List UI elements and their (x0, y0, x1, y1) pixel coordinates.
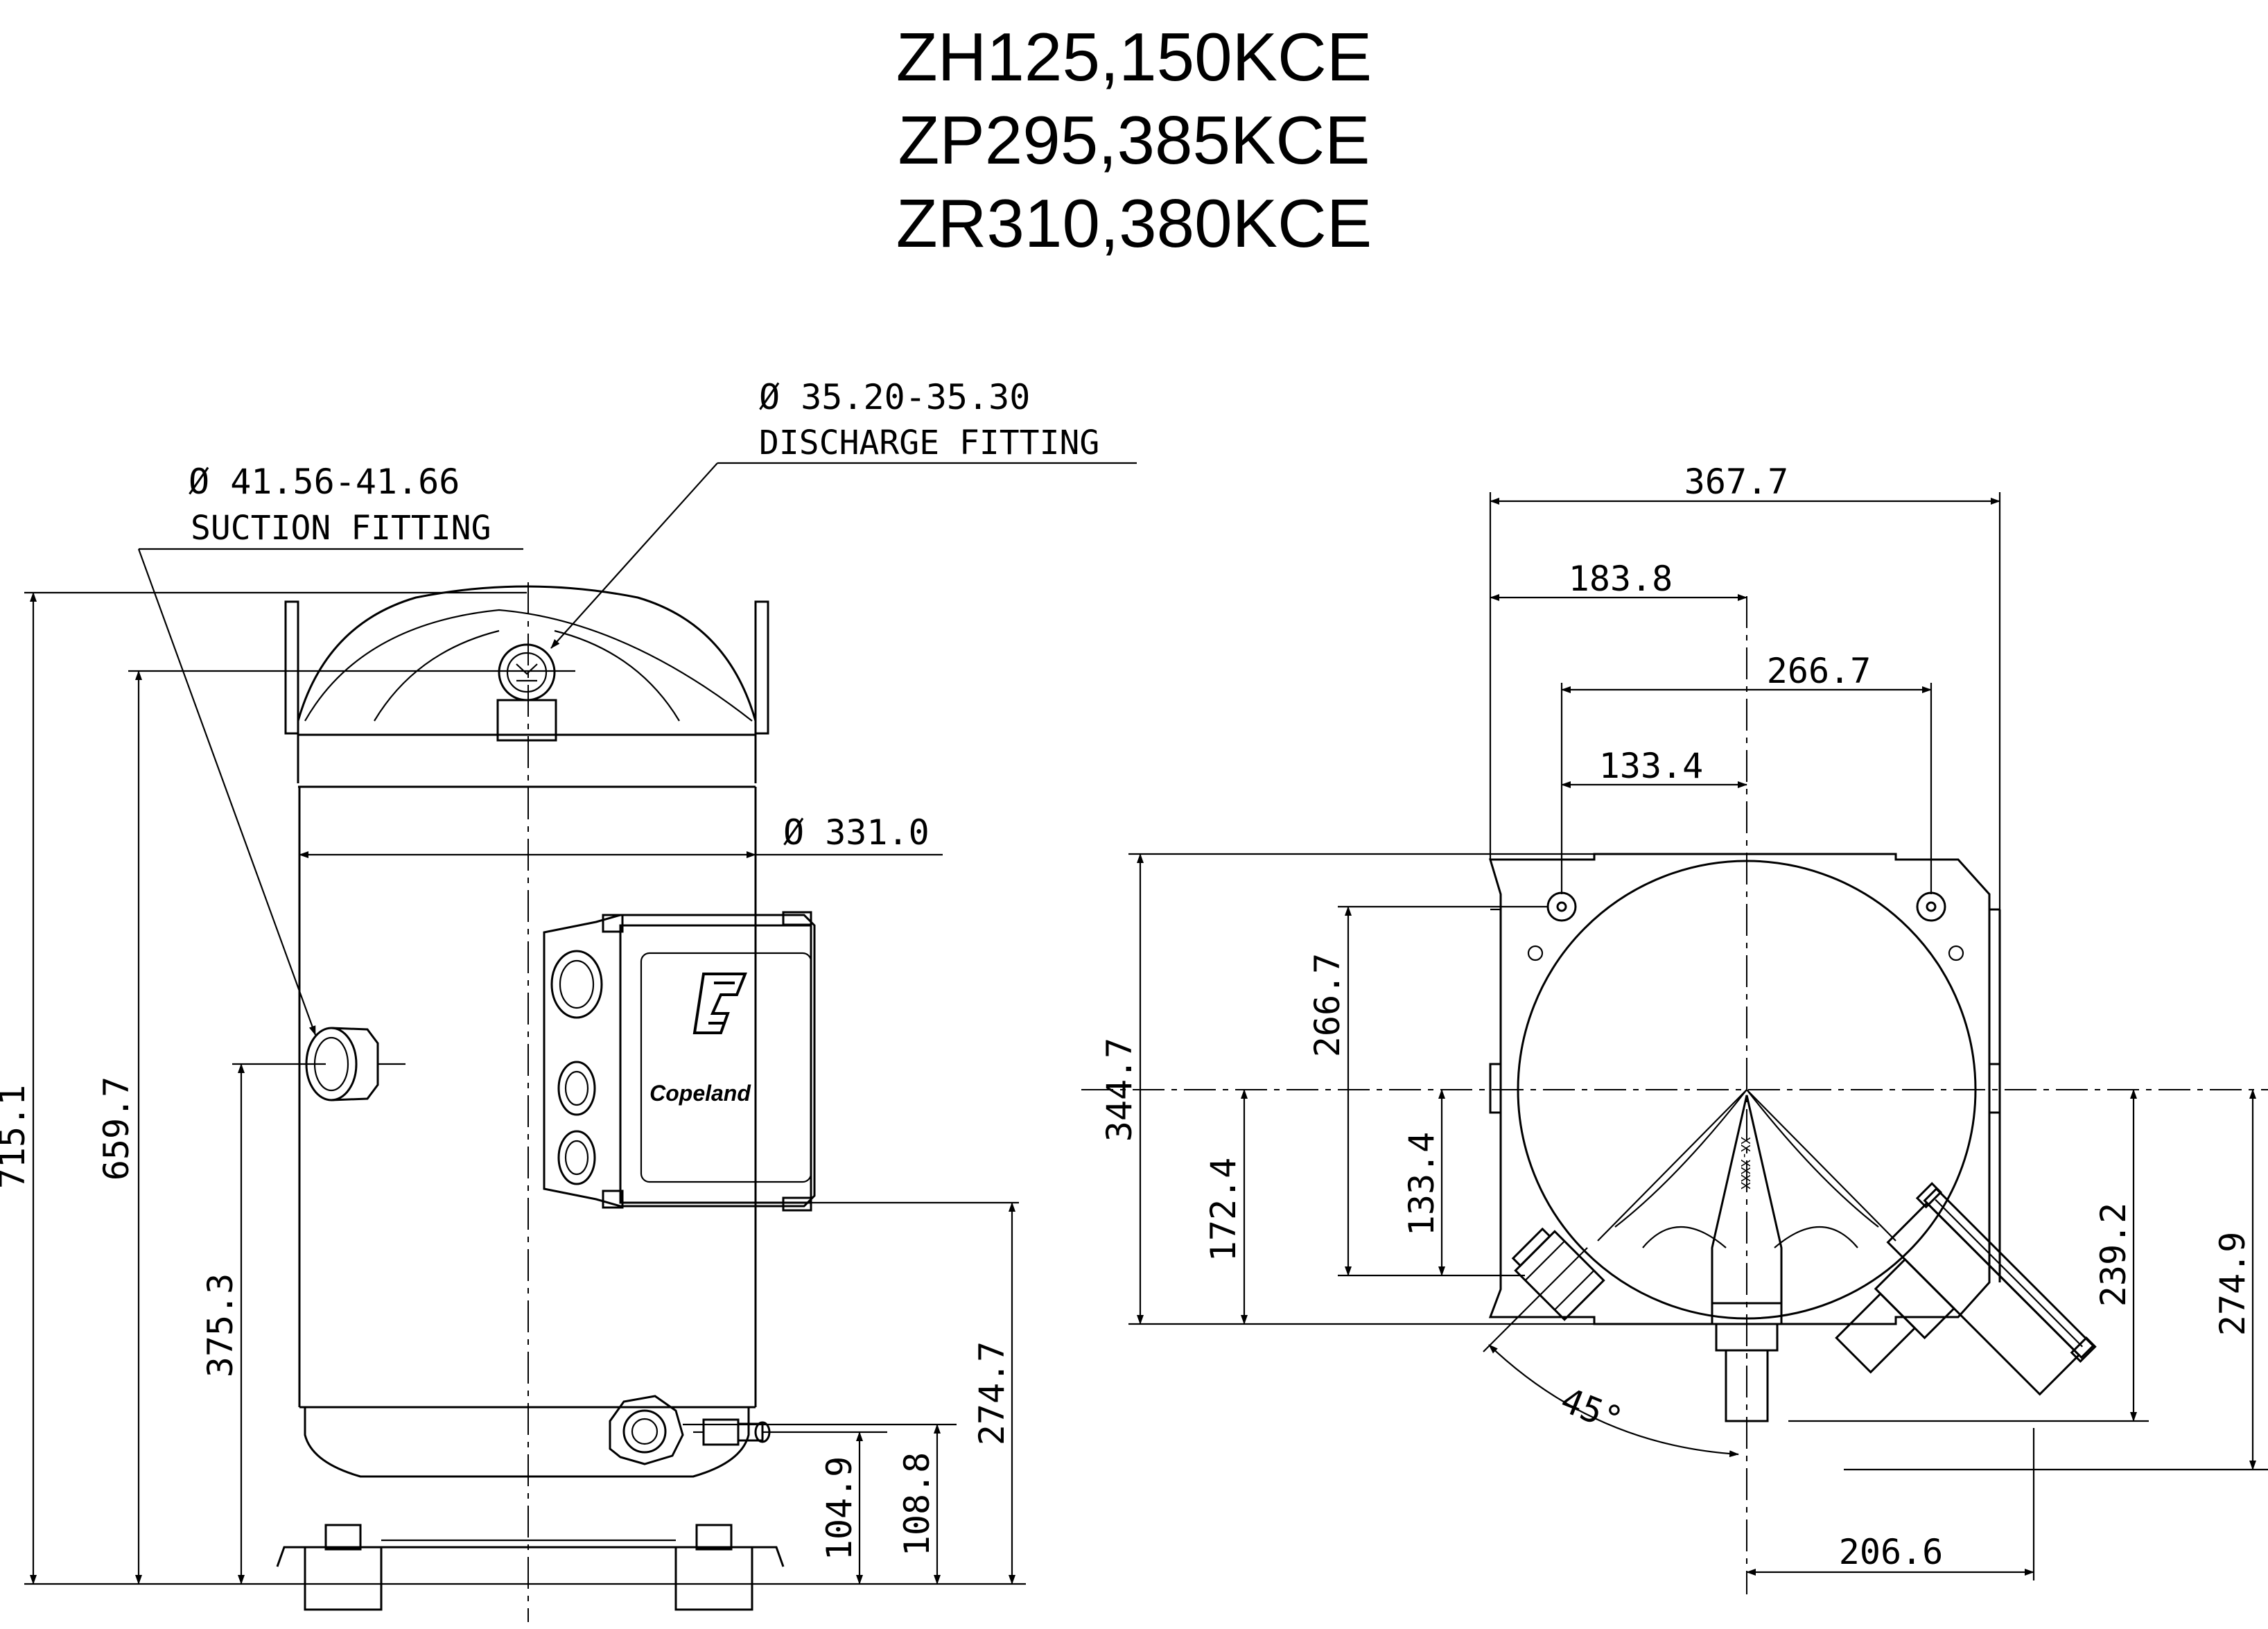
top-dome (297, 585, 757, 783)
suction-size-label: Ø 41.56-41.66 (189, 462, 460, 502)
svg-text:XX-XXXX: XX-XXXX (1738, 1137, 1752, 1190)
base-plate (1488, 853, 1991, 1325)
dim-274-9: 274.9 (2213, 1232, 2253, 1336)
diameter-label: Ø 331.0 (783, 812, 930, 853)
angle-45: 45° (1555, 1379, 1628, 1440)
dim-715-1: 715.1 (0, 1085, 33, 1190)
copeland-logo-mark (692, 973, 747, 1034)
dim-659-7: 659.7 (96, 1077, 137, 1181)
suction-fitting-label: SUCTION FITTING (191, 509, 491, 548)
dim-239-2: 239.2 (2093, 1203, 2134, 1307)
suction-stub-top (1511, 1227, 1605, 1321)
dim-266-7-v: 266.7 (1307, 953, 1347, 1058)
dim-133-4-v: 133.4 (1402, 1132, 1442, 1237)
dim-133-4-h: 133.4 (1599, 746, 1704, 786)
dim-274-7: 274.7 (972, 1341, 1012, 1446)
dim-367-7: 367.7 (1684, 462, 1789, 502)
copeland-logo-text: Copeland (649, 1081, 751, 1106)
discharge-fitting-label: DISCHARGE FITTING (759, 424, 1099, 462)
dim-206-6: 206.6 (1839, 1532, 1944, 1572)
dim-344-7: 344.7 (1099, 1038, 1140, 1142)
top-view: XX-XXXX 367.7 183 (1081, 462, 2268, 1594)
terminal-box-top (1835, 1182, 2097, 1396)
dim-183-8: 183.8 (1569, 559, 1673, 599)
dim-266-7-h: 266.7 (1767, 651, 1872, 691)
model-title-1: ZH125,150KCE (896, 19, 1372, 95)
dim-104-9: 104.9 (819, 1456, 860, 1561)
terminal-box: Copeland (543, 911, 816, 1212)
discharge-size-label: Ø 35.20-35.30 (759, 377, 1030, 417)
model-title-3: ZR310,380KCE (896, 185, 1372, 261)
oil-port (609, 1395, 684, 1465)
dim-172-4: 172.4 (1203, 1158, 1244, 1262)
model-title-2: ZP295,385KCE (898, 102, 1370, 178)
dim-108-8: 108.8 (897, 1452, 937, 1557)
schrader-port (693, 1418, 771, 1446)
dim-375-3: 375.3 (200, 1273, 241, 1378)
front-view: Copeland Ø 41.56-41.66 SUCTION FITTING Ø… (0, 377, 1137, 1622)
